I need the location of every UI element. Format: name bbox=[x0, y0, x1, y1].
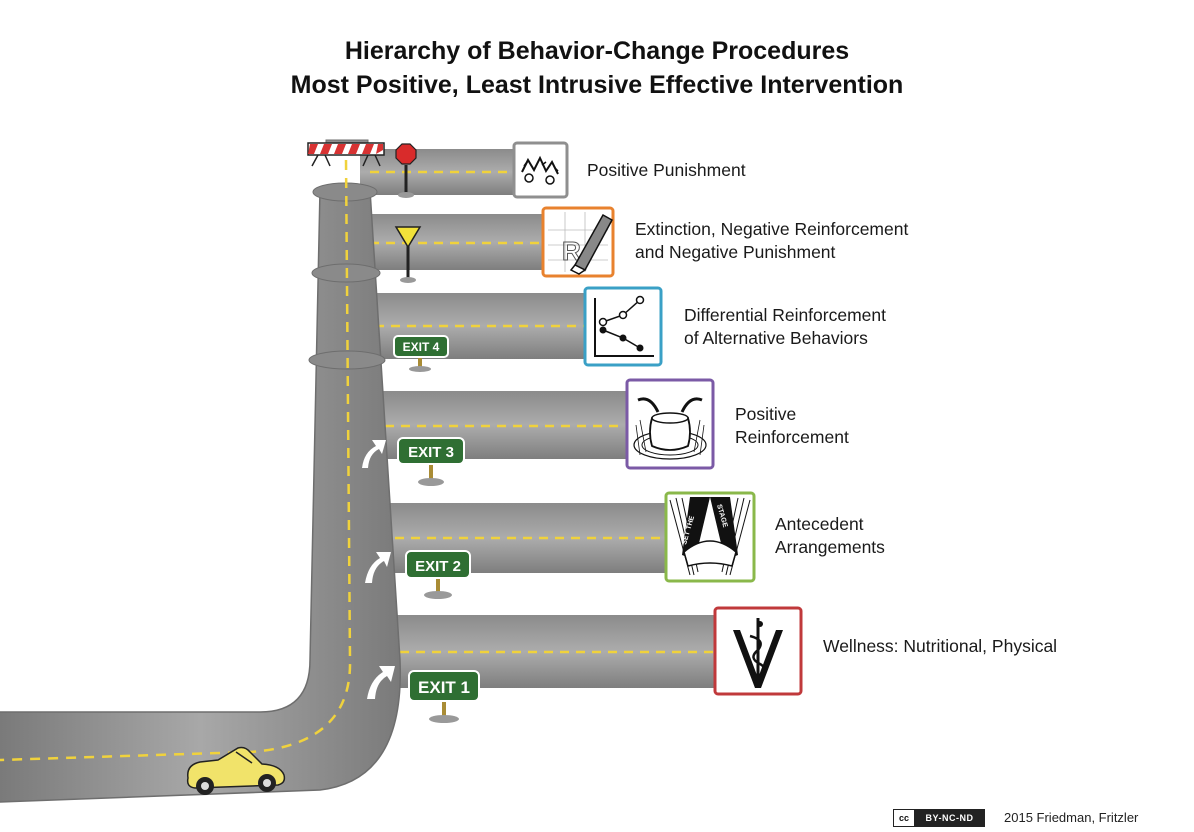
line-graph-icon bbox=[583, 286, 663, 367]
title-line-1: Hierarchy of Behavior-Change Procedures bbox=[344, 37, 850, 65]
car-icon bbox=[186, 746, 286, 795]
turn-arrows bbox=[362, 440, 395, 699]
level-label-extinction: Extinction, Negative Reinforcement and N… bbox=[635, 218, 908, 264]
exit-2-label: EXIT 2 bbox=[415, 558, 461, 575]
main-road bbox=[0, 139, 402, 803]
exit-3-label: EXIT 3 bbox=[408, 444, 454, 461]
cc-icon: cc bbox=[894, 810, 915, 826]
label-line: Wellness: Nutritional, Physical bbox=[823, 636, 1058, 656]
level-label-differential-reinforcement: Differential Reinforcement of Alternativ… bbox=[684, 304, 886, 350]
yield-sign-icon bbox=[394, 226, 422, 283]
label-line: Extinction, Negative Reinforcement bbox=[635, 219, 909, 239]
level-label-antecedent: Antecedent Arrangements bbox=[775, 513, 885, 559]
stop-sign-icon bbox=[395, 143, 417, 198]
level-label-positive-reinforcement: Positive Reinforcement bbox=[735, 403, 849, 449]
label-line: Arrangements bbox=[775, 537, 885, 557]
label-line: and Negative Punishment bbox=[635, 242, 836, 262]
exit-1-label: EXIT 1 bbox=[418, 678, 470, 697]
label-line: Positive Punishment bbox=[587, 160, 746, 180]
license-type: BY-NC-ND bbox=[915, 810, 984, 826]
exit-4-label: EXIT 4 bbox=[403, 340, 440, 354]
label-line: Reinforcement bbox=[735, 427, 849, 447]
label-line: Positive bbox=[735, 404, 797, 424]
svg-text:R: R bbox=[562, 236, 581, 266]
positive-punishment-icon bbox=[512, 141, 569, 199]
turn-arrow-icon bbox=[365, 552, 391, 583]
label-line: Differential Reinforcement bbox=[684, 305, 886, 325]
veterinary-symbol-icon bbox=[713, 606, 803, 696]
road-barrier bbox=[307, 142, 385, 167]
title-line-2: Most Positive, Least Intrusive Effective… bbox=[290, 71, 904, 99]
exit-sign-1: EXIT 1 bbox=[408, 670, 480, 723]
level-label-wellness: Wellness: Nutritional, Physical bbox=[823, 635, 1057, 658]
branch-lane-markings bbox=[370, 170, 715, 654]
turn-arrow-icon bbox=[367, 666, 395, 699]
exit-sign-2: EXIT 2 bbox=[405, 550, 471, 599]
label-line: of Alternative Behaviors bbox=[684, 328, 868, 348]
eraser-icon: R bbox=[541, 206, 615, 278]
pottery-wheel-icon bbox=[625, 378, 715, 470]
level-label-positive-punishment: Positive Punishment bbox=[587, 159, 746, 182]
stage-curtain-icon: SET THE STAGE bbox=[664, 491, 756, 583]
label-line: Antecedent bbox=[775, 514, 864, 534]
license-badge: cc BY-NC-ND bbox=[893, 809, 985, 827]
exit-sign-3: EXIT 3 bbox=[397, 437, 465, 486]
exit-sign-4: EXIT 4 bbox=[393, 335, 449, 372]
turn-arrow-icon bbox=[362, 440, 386, 468]
credit: 2015 Friedman, Fritzler bbox=[1004, 810, 1139, 825]
